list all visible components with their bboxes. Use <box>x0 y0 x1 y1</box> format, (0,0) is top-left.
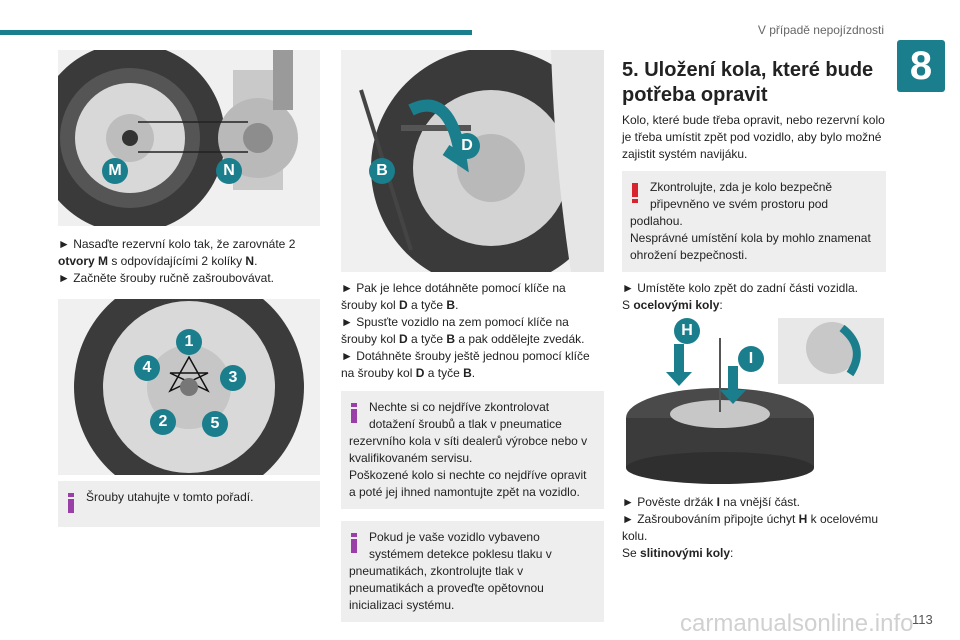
column-1: M N ► Nasaďte rezervní kolo tak, že zaro… <box>58 50 320 527</box>
step-text-1: ► Nasaďte rezervní kolo tak, že zarovnát… <box>58 236 320 287</box>
text: : <box>730 546 734 560</box>
bold-text: N <box>245 254 255 268</box>
bold-text: B <box>463 366 472 380</box>
text: : <box>719 298 723 312</box>
info-note-check: Nechte si co nejdříve zkontrolovat dotaž… <box>341 391 604 509</box>
bolt-order-illustration <box>58 299 320 475</box>
intro-text: Kolo, které bude třeba opravit, nebo rez… <box>622 113 885 161</box>
step-text-4: ► Pověste držák I na vnější část. ► Zašr… <box>622 494 886 562</box>
note-text: Nechte si co nejdříve zkontrolovat dotaž… <box>369 400 562 431</box>
figure-wrench-tighten: D B <box>341 50 604 272</box>
callout-m: M <box>102 158 128 184</box>
bold-text: H <box>798 512 808 526</box>
note-text: Šrouby utahujte v tomto pořadí. <box>86 490 254 504</box>
text: k ocelovému kolu. <box>622 512 878 543</box>
bold-text: otvory M <box>58 254 109 268</box>
header-title: V případě nepojízdnosti <box>757 23 884 37</box>
text: a tyče <box>424 366 464 380</box>
step-line: otvory M s odpovídajícími 2 kolíky N. <box>58 253 320 270</box>
step-line: ► Spusťte vozidlo na zem pomocí klíče na <box>341 315 569 329</box>
callout-h: H <box>674 318 700 344</box>
step-line: ► Pověste držák I na vnější část. <box>622 494 886 511</box>
text: a pak oddělejte zvedák. <box>455 332 585 346</box>
watermark: carmanualsonline.info <box>680 610 914 637</box>
note-text: pneumatikách, zkontrolujte tlak v pneuma… <box>349 564 544 612</box>
step-line: na šrouby kol D a tyče B. <box>341 365 604 382</box>
step-line: ► Začněte šrouby ručně zašroubovávat. <box>58 271 274 285</box>
header-bar <box>0 30 472 35</box>
column-3: 5. Uložení kola, které bude potřeba opra… <box>622 50 886 562</box>
text: a tyče <box>407 298 447 312</box>
wheel-stowage-illustration <box>622 318 886 484</box>
callout-5: 5 <box>202 411 228 437</box>
text: na šrouby kol <box>341 366 416 380</box>
bold-text: D <box>415 366 425 380</box>
step-line: S ocelovými koly: <box>622 297 886 314</box>
text: . <box>455 298 459 312</box>
info-note-order: Šrouby utahujte v tomto pořadí. <box>58 481 320 527</box>
step-text-2: ► Pak je lehce dotáhněte pomocí klíče na… <box>341 280 604 382</box>
wheel-mounting-illustration <box>58 50 320 226</box>
figure-wheel-mounting: M N <box>58 50 320 226</box>
chapter-badge: 8 <box>897 40 945 92</box>
step-line: ► Umístěte kolo zpět do zadní části vozi… <box>622 281 858 295</box>
info-icon <box>351 403 357 423</box>
note-text: Nesprávné umístění kola by mohlo znamena… <box>630 231 871 262</box>
callout-3: 3 <box>220 365 246 391</box>
bold-text: I <box>716 495 720 509</box>
bold-text: D <box>399 298 408 312</box>
figure-wheel-stowage: H I <box>622 318 886 484</box>
callout-4: 4 <box>134 355 160 381</box>
text: . <box>471 366 476 380</box>
info-note-pressure: Pokud je vaše vozidlo vybaveno systémem … <box>341 521 604 622</box>
column-2: D B ► Pak je lehce dotáhněte pomocí klíč… <box>341 50 604 622</box>
section-title: 5. Uložení kola, které bude potřeba opra… <box>622 59 874 106</box>
note-text: rezervního kola v síti dealerů výrobce n… <box>349 434 588 465</box>
step-line: ► Nasaďte rezervní kolo tak, že zarovnát… <box>58 237 296 251</box>
info-icon <box>68 493 74 513</box>
text: na vnější část. <box>719 495 800 509</box>
note-text: podlahou. <box>630 214 683 228</box>
text: . <box>254 254 258 268</box>
callout-1: 1 <box>176 329 202 355</box>
step-line: ► Dotáhněte šrouby ještě jednou pomocí k… <box>341 349 590 363</box>
text: a tyče <box>407 332 447 346</box>
note-text: Poškozené kolo si nechte co nejdříve opr… <box>349 468 587 499</box>
callout-n: N <box>216 158 242 184</box>
text: šrouby kol <box>341 332 400 346</box>
bold-text: D <box>399 332 408 346</box>
warning-icon <box>632 183 638 203</box>
text: ► Pověste držák <box>622 495 717 509</box>
step-line: šrouby kol D a tyče B a pak oddělejte zv… <box>341 331 604 348</box>
callout-i: I <box>738 346 764 372</box>
warning-note: Zkontrolujte, zda je kolo bezpečně připe… <box>622 171 886 272</box>
step-line: Se slitinovými koly: <box>622 545 886 562</box>
text: S <box>622 298 634 312</box>
step-line: ► Pak je lehce dotáhněte pomocí klíče na <box>341 281 566 295</box>
text: s odpovídajícími 2 kolíky <box>108 254 246 268</box>
step-text-3: ► Umístěte kolo zpět do zadní části vozi… <box>622 280 886 314</box>
note-text: Pokud je vaše vozidlo vybaveno systémem … <box>369 530 552 561</box>
step-line: šrouby kol D a tyče B. <box>341 297 604 314</box>
info-icon <box>351 533 357 553</box>
text: Se <box>622 546 641 560</box>
note-text: Zkontrolujte, zda je kolo bezpečně připe… <box>650 180 833 211</box>
step-line: ► Zašroubováním připojte úchyt H k ocelo… <box>622 511 886 545</box>
bold-text: ocelovými koly <box>633 298 720 312</box>
bold-text: B <box>446 332 456 346</box>
text: šrouby kol <box>341 298 400 312</box>
callout-d: D <box>454 133 480 159</box>
callout-2: 2 <box>150 409 176 435</box>
callout-b: B <box>369 158 395 184</box>
bold-text: B <box>446 298 456 312</box>
page-number: 113 <box>912 612 933 627</box>
figure-bolt-order: 1 4 3 2 5 <box>58 299 320 475</box>
text: ► Zašroubováním připojte úchyt <box>622 512 799 526</box>
bold-text: slitinovými koly <box>640 546 731 560</box>
